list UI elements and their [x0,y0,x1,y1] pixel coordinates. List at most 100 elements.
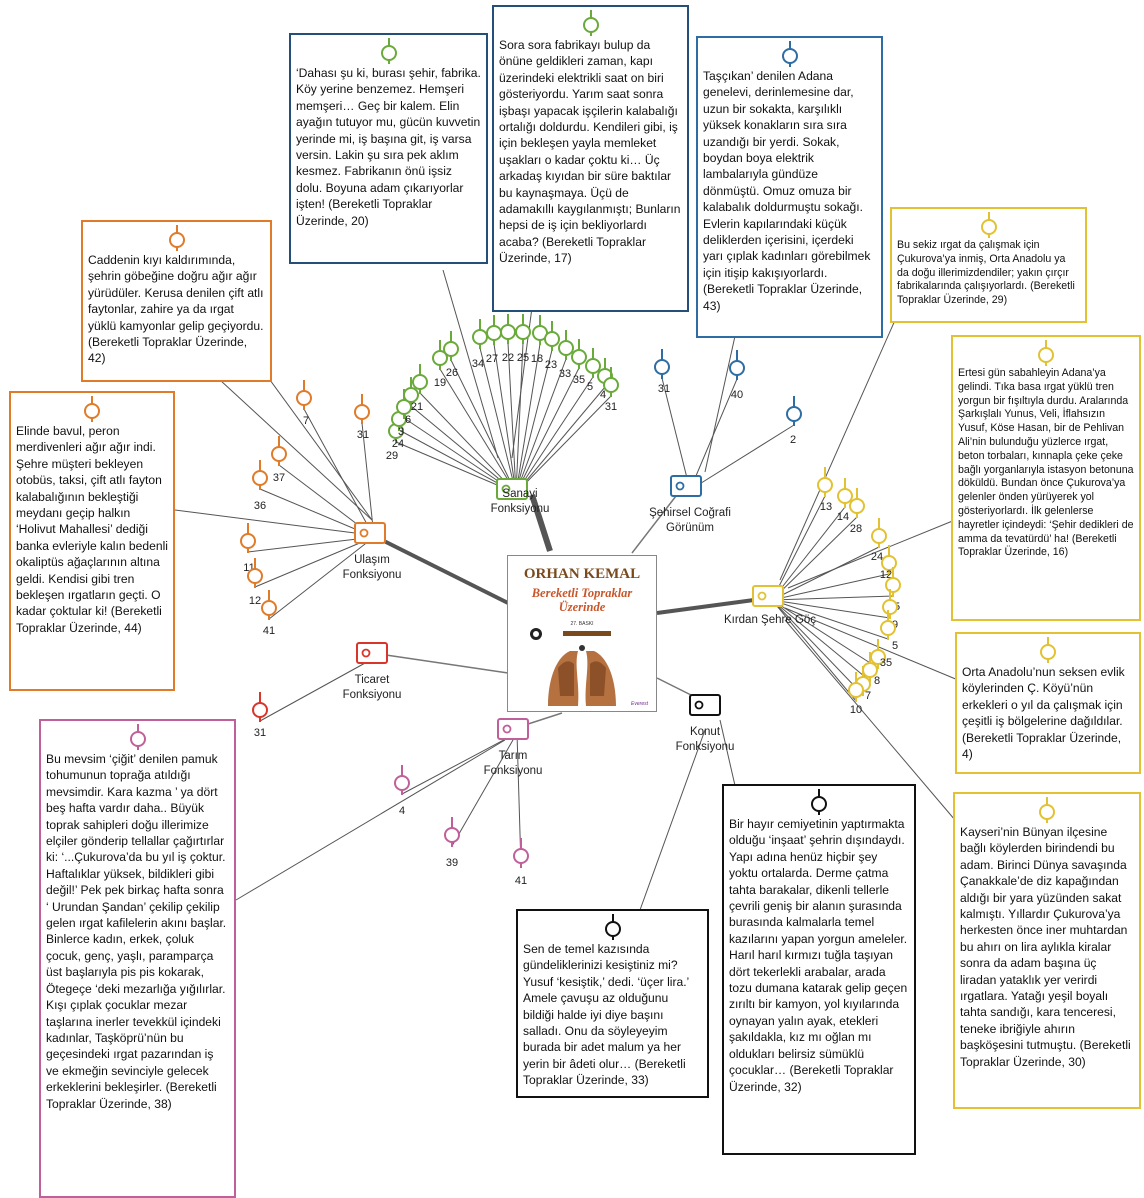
pin-label: 33 [559,368,571,380]
pin-connector-sanayi [493,343,517,494]
pin-label: 39 [446,857,458,869]
hub-tag-icon [752,585,784,607]
hub-tag-hole-icon [694,700,704,710]
quote-dahasi[interactable]: ‘Dahası şu ki, burası şehir, fabrika. Kö… [289,33,488,264]
hub-tag-hole-icon [361,648,371,658]
pin-label: 36 [254,500,266,512]
pin-connector-goc [771,573,890,601]
pin-label: 28 [850,523,862,535]
quote-sendetemel[interactable]: Sen de temel kazısında gündeliklerinizi … [516,909,709,1098]
quote-connector [511,299,534,459]
pin-connector-goc [771,516,858,601]
quote-connector [784,607,959,681]
main-connector-goc [656,598,755,615]
quote-busekiz[interactable]: Bu sekiz ırgat da çalışmak için Çukurova… [890,207,1087,323]
pin-label: 18 [531,353,543,365]
pin-label: 22 [502,352,514,364]
pin-label: 19 [434,377,446,389]
quote-text: Orta Anadolu’nun seksen evlik köylerinde… [962,665,1125,762]
quote-bumevsim[interactable]: Bu mevsim ‘çiğit’ denilen pamuk tohumunu… [39,719,236,1198]
quote-text: Sen de temel kazısında gündeliklerinizi … [523,942,689,1088]
book-title: Bereketli Topraklar Üzerinde [531,586,633,614]
quote-ortaanadolu[interactable]: Orta Anadolu’nun seksen evlik köylerinde… [955,632,1141,774]
pin-connector-sanayi [515,358,567,494]
pin-head-icon [444,827,460,843]
pin-head-icon [558,340,574,356]
hub-label-tarim: Tarım [499,750,528,762]
hub-tag-icon [670,475,702,497]
pin-label: 3 [398,426,404,438]
pin-connector-ulasim [303,408,375,538]
main-connector-tarim [524,712,563,726]
pin-connector-goc [771,506,846,601]
quote-connector [787,519,956,589]
pin-head-icon [871,528,887,544]
pin-label: 31 [605,401,617,413]
pin-label: 24 [871,551,883,563]
pin-label: 13 [820,501,832,513]
pin-label: 27 [486,353,498,365]
quote-kayseri[interactable]: Kayseri’nin Bünyan ilçesine bağlı köyler… [953,792,1141,1109]
pin-head-icon [885,577,901,593]
hub-label-sanayi: Sanayi [502,488,537,500]
pin-label: 4 [600,389,606,401]
pin-head-icon [412,374,428,390]
quote-connector [779,317,897,581]
quote-elinde[interactable]: Elinde bavul, peron merdivenleri ağır ağ… [9,391,175,691]
hub-label-sehirsel: Görünüm [666,522,714,534]
pin-label: 12 [880,569,892,581]
hub-tag-hole-icon [675,481,685,491]
pin-label: 31 [658,383,670,395]
quote-pin-icon [582,10,599,36]
pin-connector-sanayi [479,347,517,494]
pin-connector-sanayi [515,386,606,494]
pin-connector-tarim [401,732,518,795]
book-edition: 27. BASKI [570,621,594,627]
quote-text: Sora sora fabrikayı bulup da önüne geldi… [499,38,681,266]
pin-label: 24 [392,438,404,450]
quote-connector [719,719,737,791]
pin-connector-sanayi [507,342,517,494]
quote-pin-icon [1039,797,1055,823]
pin-connector-sanayi [515,349,553,494]
book-publisher: Everest [631,701,648,707]
pin-head-icon [247,568,263,584]
hub-tag-icon [496,478,528,500]
pin-head-icon [240,533,256,549]
pin-label: 21 [411,401,423,413]
quote-pin-icon [604,914,621,940]
hub-tag-icon [497,718,529,740]
pin-connector-goc [771,599,871,682]
book-cover[interactable]: ORHAN KEMAL Bereketli Topraklar Üzerinde… [507,555,657,712]
pin-connector-sehirsel [689,424,795,491]
pin-head-icon [271,446,287,462]
quote-sora[interactable]: Sora sora fabrikayı bulup da önüne geldi… [492,5,689,312]
hub-label-goc: Kırdan Şehre Göç [724,614,816,626]
pin-label: 25 [517,352,529,364]
quote-buhayir[interactable]: Bir hayır cemiyetinin yaptırmakta olduğu… [722,784,916,1155]
main-connector-konut [656,677,696,698]
pin-head-icon [513,848,529,864]
hub-label-ticaret: Ticaret [355,674,391,686]
quote-pin-icon [168,225,185,251]
pin-head-icon [394,775,410,791]
quote-text: Taşçıkan’ denilen Adana genelevi, derinl… [703,69,871,313]
pin-connector-sanayi [515,342,524,494]
pin-head-icon [786,406,802,422]
quote-ertesi[interactable]: Ertesi gün sabahleyin Adana’ya gelindi. … [951,335,1141,621]
quote-pin-icon [129,724,146,750]
pin-connector-sanayi [515,343,541,494]
pin-head-icon [500,324,516,340]
pin-head-icon [252,470,268,486]
quote-connector [269,379,373,521]
main-connector-sanayi [529,494,553,552]
pin-label: 40 [731,389,743,401]
hub-tag-hole-icon [757,591,767,601]
quote-caddenin[interactable]: Caddenin kıyı kaldırımında, şehrin göbeğ… [81,220,272,382]
quote-tascikan[interactable]: Taşçıkan’ denilen Adana genelevi, derinl… [696,36,883,338]
quote-connector [219,379,373,521]
hub-tag-hole-icon [501,484,511,494]
pin-connector-sanayi [450,359,517,494]
pin-label: 7 [303,415,309,427]
